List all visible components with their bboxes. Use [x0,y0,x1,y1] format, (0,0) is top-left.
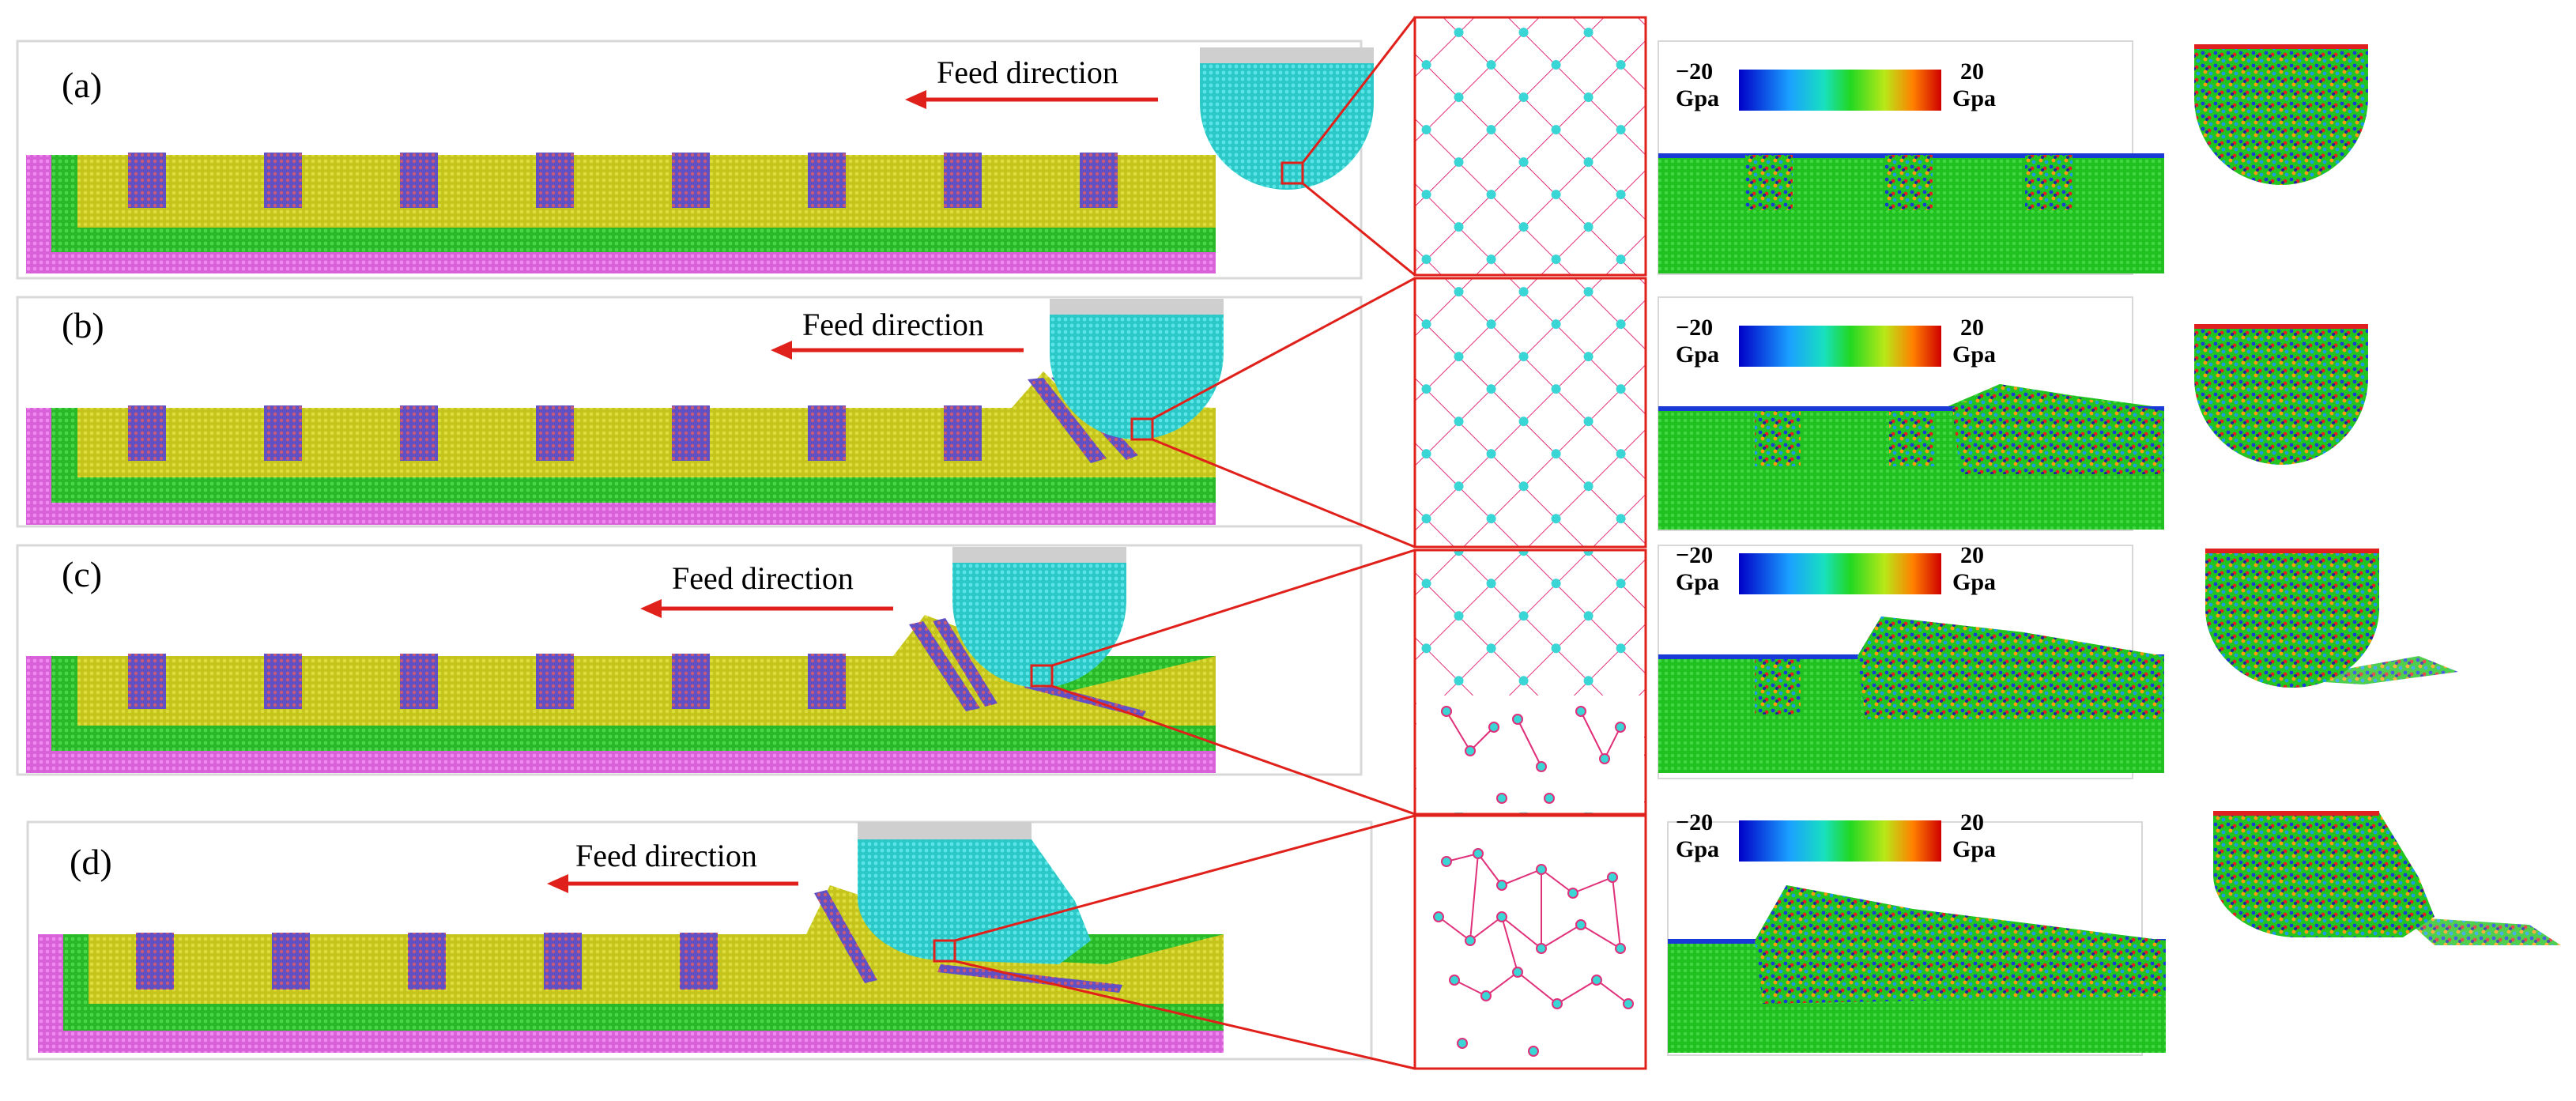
tool-tip [858,839,1091,964]
panel-d: (d) Feed direction [26,809,2561,1070]
feed-arrow-icon [640,599,893,618]
colorbar-max-unit: Gpa [1952,85,1996,111]
yellow-layer [77,155,1216,228]
colorbar-max: 20 [1960,58,1984,85]
colorbar: −20 Gpa 20 Gpa [1676,542,1996,595]
colorbar-min: −20 [1676,58,1713,85]
colorbar-max: 20 [1960,542,1984,568]
tool-stress [2194,46,2368,185]
sim-box-frame [16,40,1363,280]
feed-arrow-icon [905,90,1158,109]
grain-row [128,618,1146,718]
sim-box-frame [16,296,1363,528]
tool-holder [952,547,1126,563]
lattice-inset [1413,16,1647,277]
colorbar-min-unit: Gpa [1676,569,1719,595]
zoom-box-icon [933,939,956,963]
colorbar-min-unit: Gpa [1676,85,1719,111]
colorbar-icon [1739,326,1941,367]
colorbar-icon [1739,553,1941,594]
zoom-box-icon [1030,664,1054,688]
tool-holder [1200,47,1374,63]
feed-arrow-icon [547,874,798,893]
colorbar-icon [1739,70,1941,111]
tool-tip [1050,315,1224,439]
feed-direction-label: Feed direction [672,560,854,596]
tool-tip [1200,63,1374,190]
disordered-atoms [1441,706,1626,804]
tool-holder [858,822,1032,839]
panel-label: (a) [62,65,102,105]
colorbar-icon [1739,820,1941,862]
colorbar: −20 Gpa 20 Gpa [1676,315,1996,368]
feed-direction-label: Feed direction [802,307,984,342]
colorbar-max-unit: Gpa [1952,836,1996,862]
sim-box-frame [16,544,1363,776]
sim-box-frame [26,820,1373,1061]
colorbar-min: −20 [1676,809,1713,835]
colorbar-max: 20 [1960,809,1984,835]
feed-direction-label: Feed direction [937,55,1118,90]
panel-c: (c) Feed direction [16,542,2458,816]
yellow-layer [77,371,1216,477]
tool-holder [1050,299,1224,315]
colorbar-min-unit: Gpa [1676,341,1719,368]
panel-a: (a) Feed direction [16,16,2368,280]
panel-b: (b) Feed direction [16,277,2368,549]
amorphous-atoms [1433,848,1634,1057]
lattice-inset [1413,814,1647,1070]
colorbar-max: 20 [1960,315,1984,341]
colorbar: −20 Gpa 20 Gpa [1676,809,1996,862]
feed-direction-label: Feed direction [575,838,757,873]
tool-stress [2205,550,2379,688]
colorbar-max-unit: Gpa [1952,569,1996,595]
colorbar-min: −20 [1676,542,1713,568]
panel-label: (d) [70,842,112,882]
zoom-box-icon [1280,161,1304,185]
grain-row [128,153,1118,208]
feed-arrow-icon [771,341,1024,360]
colorbar-min: −20 [1676,315,1713,341]
lattice-inset [1413,277,1647,549]
tool-stress [2194,326,2368,465]
zoom-box-icon [1130,417,1154,441]
yellow-layer [89,885,1224,1004]
tool-stress [2213,813,2435,937]
colorbar-max-unit: Gpa [1952,341,1996,368]
colorbar: −20 Gpa 20 Gpa [1676,58,1996,111]
panel-label: (c) [62,554,102,594]
colorbar-min-unit: Gpa [1676,836,1719,862]
panel-label: (b) [62,305,104,345]
